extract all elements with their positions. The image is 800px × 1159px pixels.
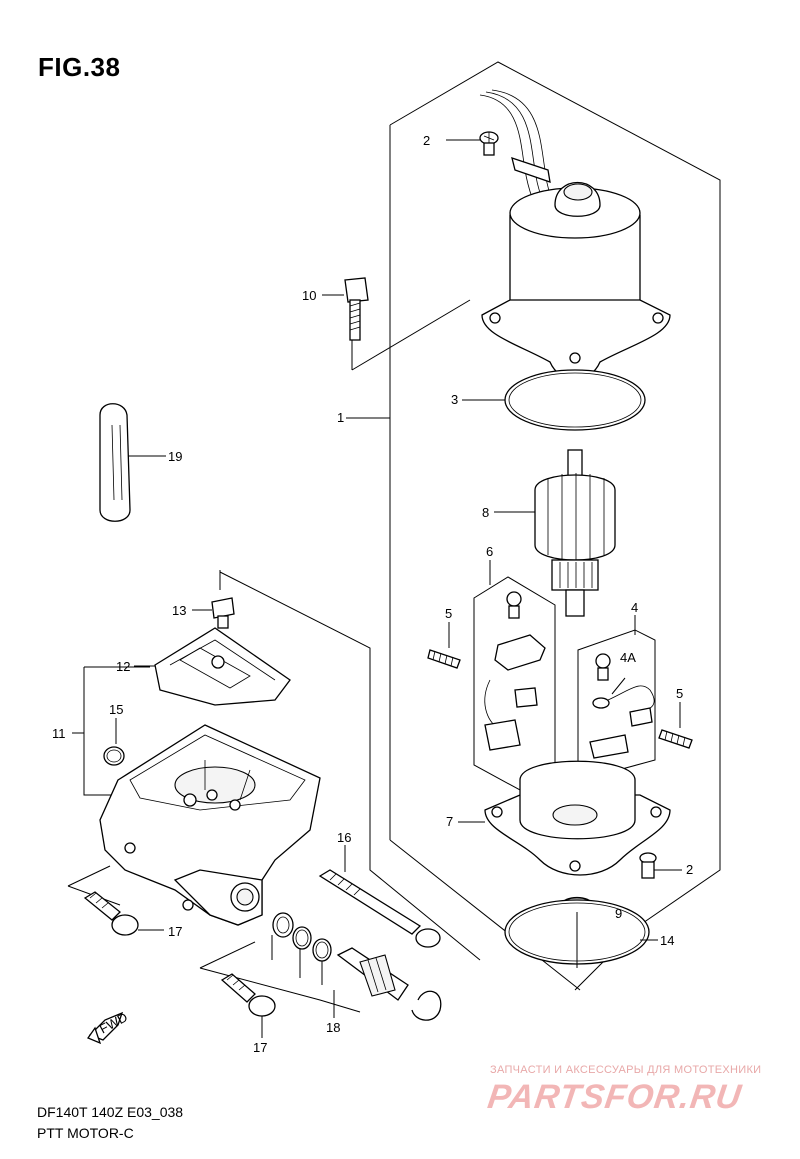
clip-19: [99, 403, 166, 522]
bolt-16: [318, 845, 441, 948]
watermark-caption: ЗАПЧАСТИ И АКСЕССУАРЫ ДЛЯ МОТОТЕХНИКИ: [490, 1064, 762, 1076]
model-code: DF140T 140Z E03_038: [37, 1104, 184, 1120]
bolt-17-lower: [220, 973, 276, 1038]
stud-13: [192, 597, 235, 629]
callout-8: 8: [482, 505, 489, 520]
spring-5-left: [427, 622, 461, 669]
o-ring-15: [103, 718, 125, 766]
figure-title: FIG.38: [38, 52, 121, 82]
pump-body: [72, 724, 321, 926]
o-ring-3: [462, 369, 646, 431]
callout-11: 11: [52, 726, 66, 741]
callout-19: 19: [168, 449, 182, 464]
callout-2-upper: 2: [423, 133, 430, 148]
callout-5-right: 5: [676, 686, 683, 701]
cover-plate-12: [134, 627, 291, 706]
bolt-17-upper: [83, 891, 164, 936]
callout-7: 7: [446, 814, 453, 829]
callout-2-lower: 2: [686, 862, 693, 877]
fwd-label: FWD: [97, 1009, 130, 1036]
callout-3: 3: [451, 392, 458, 407]
callout-9: 9: [615, 906, 622, 921]
screw-2-lower: [639, 852, 682, 879]
bolt-10: [322, 277, 369, 341]
pump-body-bracket: [83, 570, 481, 961]
screw-2-upper: [446, 131, 499, 156]
callout-5-left: 5: [445, 606, 452, 621]
spring-5-right: [658, 702, 693, 749]
callout-14: 14: [660, 933, 674, 948]
end-cap-7: [458, 760, 671, 876]
brush-holder-6: [473, 560, 556, 791]
section-name: PTT MOTOR-C: [37, 1125, 134, 1141]
callout-17-upper: 17: [168, 924, 182, 939]
callout-16: 16: [337, 830, 351, 845]
o-ring-14: [504, 899, 658, 968]
callout-4: 4: [631, 600, 638, 615]
callout-17-lower: 17: [253, 1040, 267, 1055]
motor-housing: [481, 182, 671, 380]
callout-4a: 4A: [620, 650, 636, 665]
callout-12: 12: [116, 659, 130, 674]
callout-15: 15: [109, 702, 123, 717]
callout-13: 13: [172, 603, 186, 618]
callout-6: 6: [486, 544, 493, 559]
callout-18: 18: [326, 1020, 340, 1035]
valve-group-18: [272, 912, 442, 1021]
brush-plate-4: [577, 615, 656, 776]
fwd-arrow-icon: [87, 1011, 124, 1045]
callout-1: 1: [337, 410, 344, 425]
callout-10: 10: [302, 288, 316, 303]
armature-8: [494, 449, 616, 617]
watermark-logo: PARTSFOR.RU: [485, 1078, 745, 1116]
